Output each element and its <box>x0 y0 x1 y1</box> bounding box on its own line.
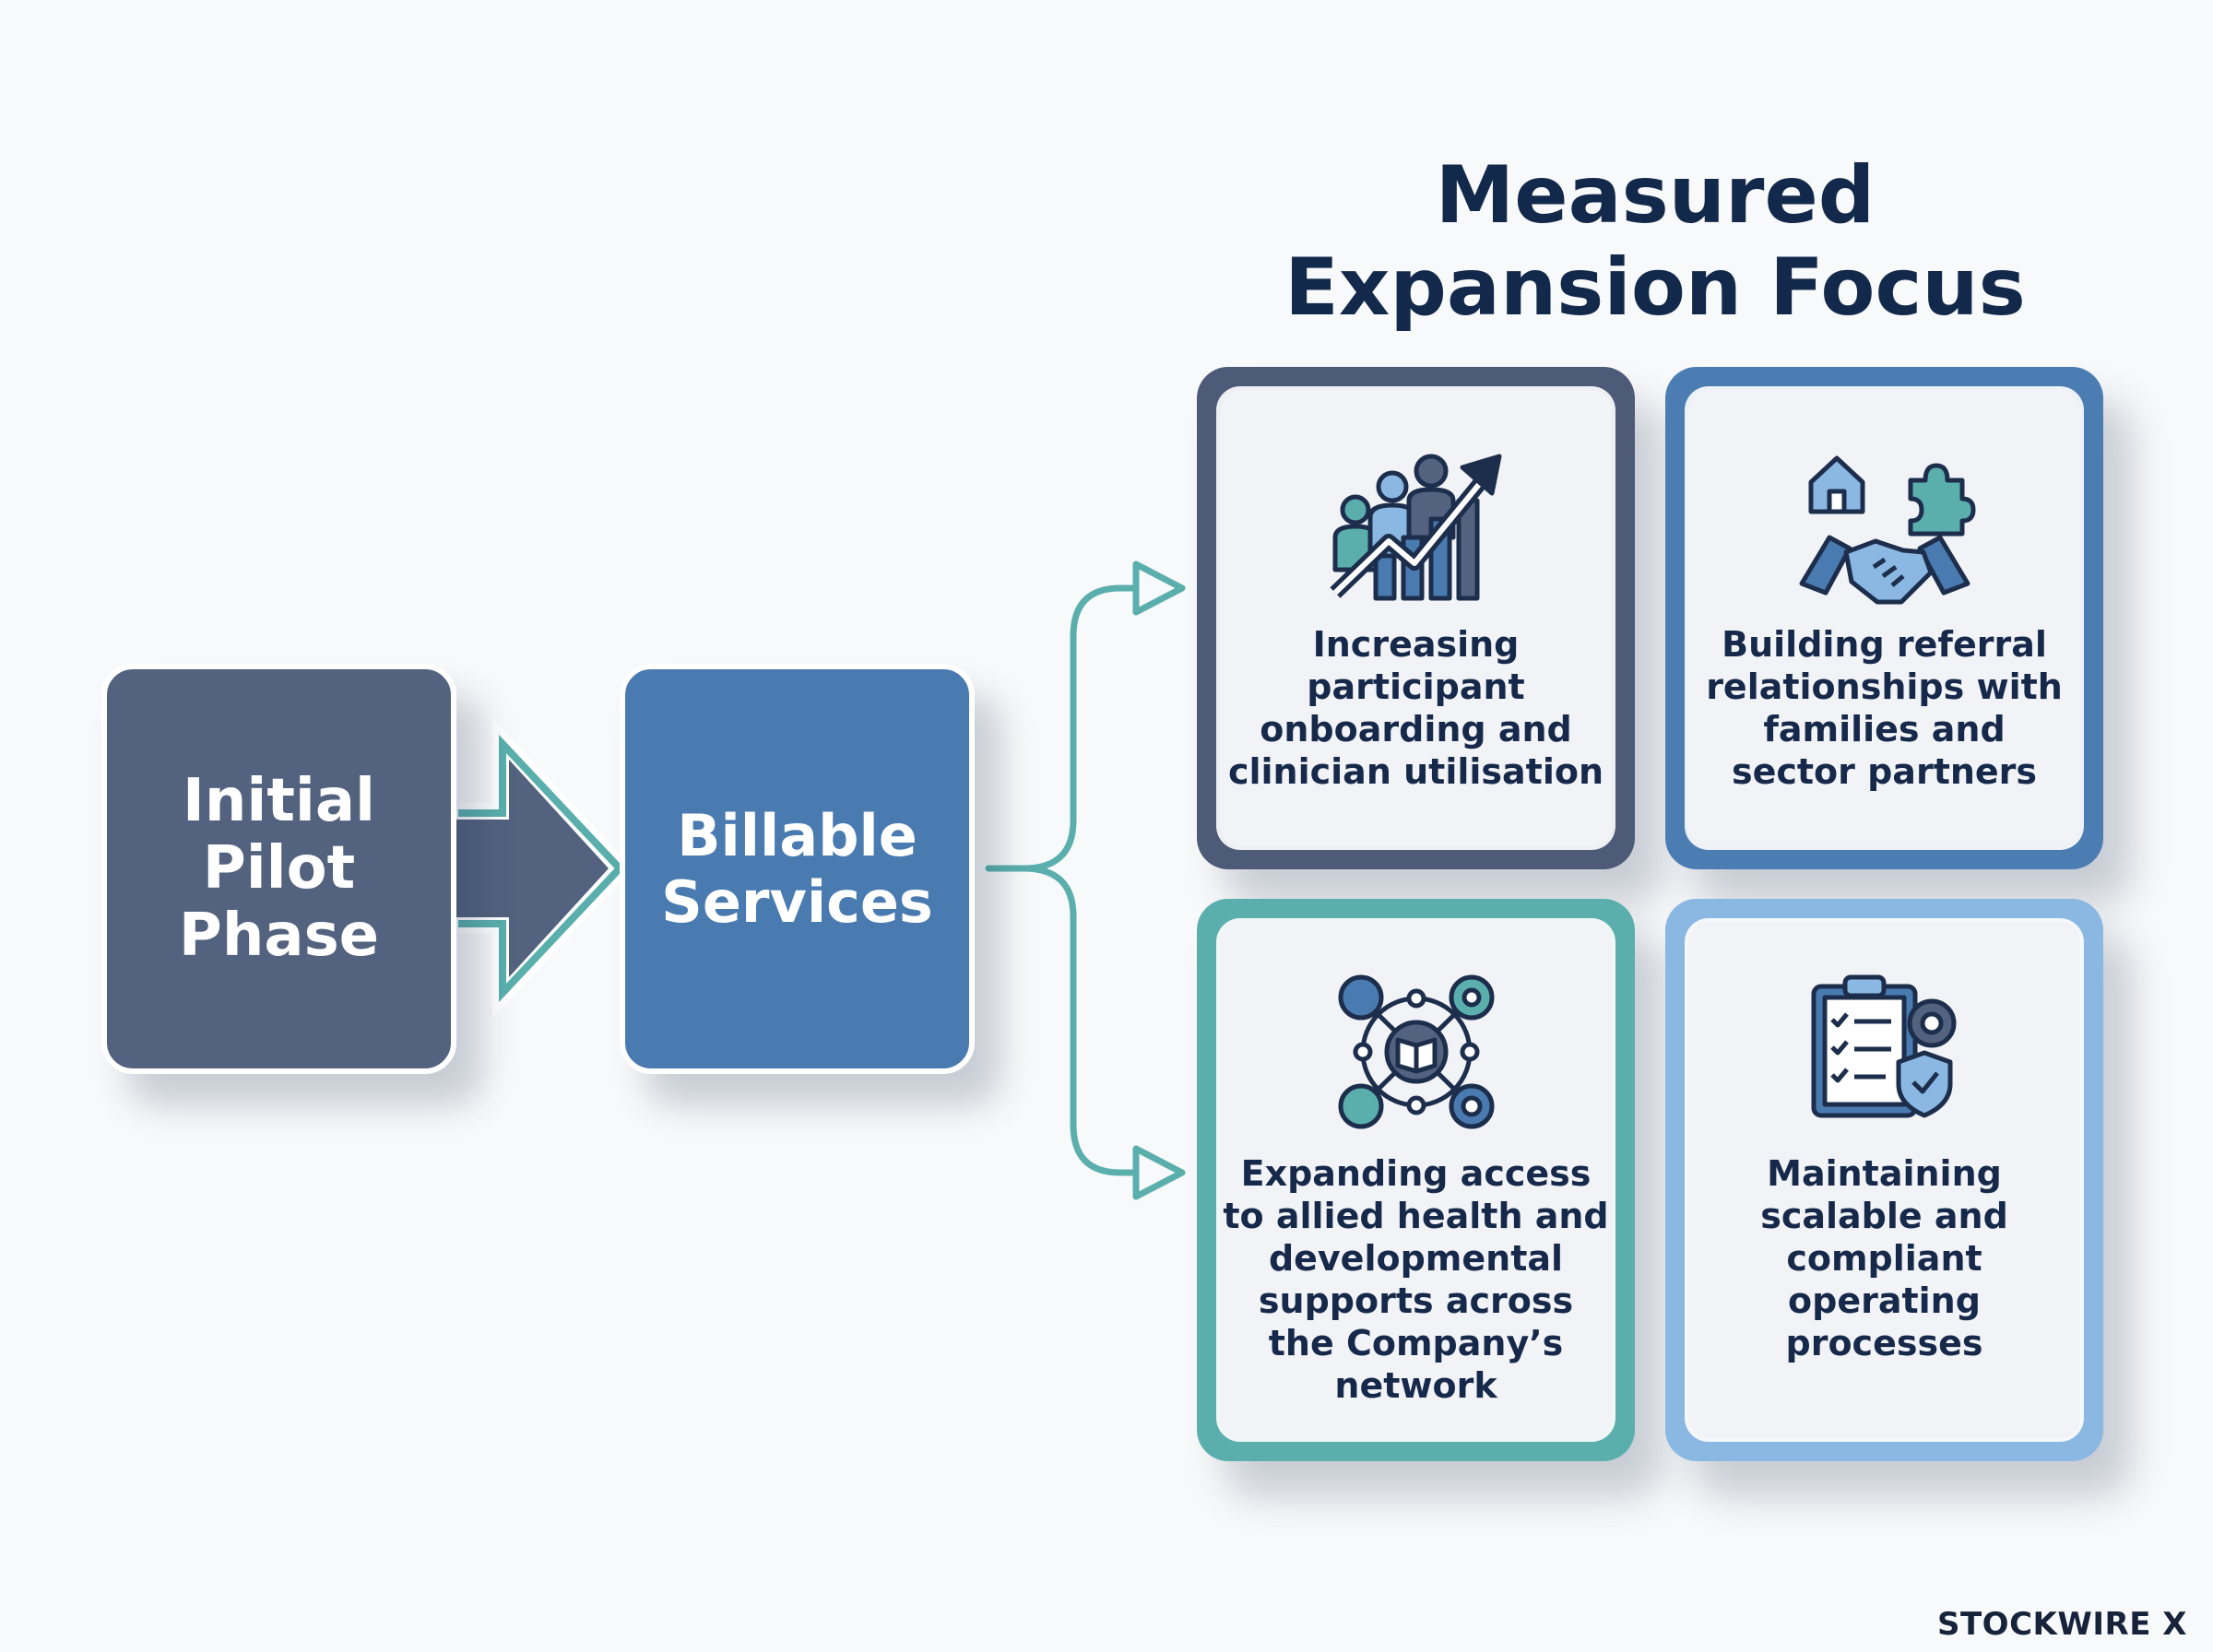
card-line: scalable and <box>1760 1196 2008 1236</box>
billable-line-2: Services <box>661 867 933 936</box>
card-referral-relationships: Building referral relationships with fam… <box>1665 367 2103 869</box>
page-title: Measured Expansion Focus <box>1189 149 2121 334</box>
card-allied-health-access: Expanding access to allied health and de… <box>1197 899 1635 1461</box>
title-line-1: Measured <box>1435 149 1876 242</box>
card-line: the Company’s <box>1268 1323 1564 1363</box>
growth-chart-people-icon <box>1329 454 1501 601</box>
branch-connector <box>985 560 1186 1200</box>
card-line: sector partners <box>1731 751 2038 792</box>
card-panel: Increasing participant onboarding and cl… <box>1220 390 1612 846</box>
card-panel: Building referral relationships with fam… <box>1688 390 2080 846</box>
billable-line-1: Billable <box>677 801 917 869</box>
card-line: compliant <box>1786 1238 1982 1279</box>
card-text: Maintaining scalable and compliant opera… <box>1688 1152 2080 1364</box>
card-line: Increasing <box>1312 624 1520 665</box>
card-scalable-processes: Maintaining scalable and compliant opera… <box>1665 899 2103 1461</box>
initial-pilot-phase-box: Initial Pilot Phase <box>101 664 456 1074</box>
card-line: relationships with <box>1706 667 2063 707</box>
card-line: Expanding access <box>1240 1153 1592 1194</box>
title-line-2: Expansion Focus <box>1284 242 2026 334</box>
stockwire-logo: STOCKWIRE X <box>1937 1606 2187 1643</box>
card-line: onboarding and <box>1260 709 1572 749</box>
card-line: Maintaining <box>1767 1153 2002 1194</box>
card-line: operating <box>1788 1280 1981 1321</box>
pilot-line-2: Pilot <box>202 834 356 903</box>
card-panel: Maintaining scalable and compliant opera… <box>1688 922 2080 1438</box>
card-participant-onboarding: Increasing participant onboarding and cl… <box>1197 367 1635 869</box>
card-text: Increasing participant onboarding and cl… <box>1220 623 1612 793</box>
card-line: processes <box>1785 1323 1983 1363</box>
billable-services-box: Billable Services <box>620 664 975 1074</box>
card-line: Building referral <box>1722 624 2047 665</box>
pilot-line-1: Initial <box>183 767 375 835</box>
handshake-home-puzzle-icon <box>1799 455 1975 605</box>
card-line: participant <box>1307 667 1525 707</box>
card-line: to allied health and <box>1223 1196 1609 1236</box>
card-line: developmental <box>1268 1238 1564 1279</box>
card-text: Building referral relationships with fam… <box>1688 623 2080 793</box>
card-line: clinician utilisation <box>1227 751 1604 792</box>
card-line: families and <box>1763 709 2006 749</box>
card-line: network <box>1334 1365 1497 1406</box>
pilot-to-billable-arrow <box>456 718 634 1019</box>
card-text: Expanding access to allied health and de… <box>1220 1152 1612 1407</box>
pilot-line-3: Phase <box>178 902 380 970</box>
card-panel: Expanding access to allied health and de… <box>1220 922 1612 1438</box>
clipboard-gear-shield-icon <box>1811 974 1956 1118</box>
card-line: supports across <box>1258 1280 1574 1321</box>
network-services-icon <box>1338 974 1494 1129</box>
